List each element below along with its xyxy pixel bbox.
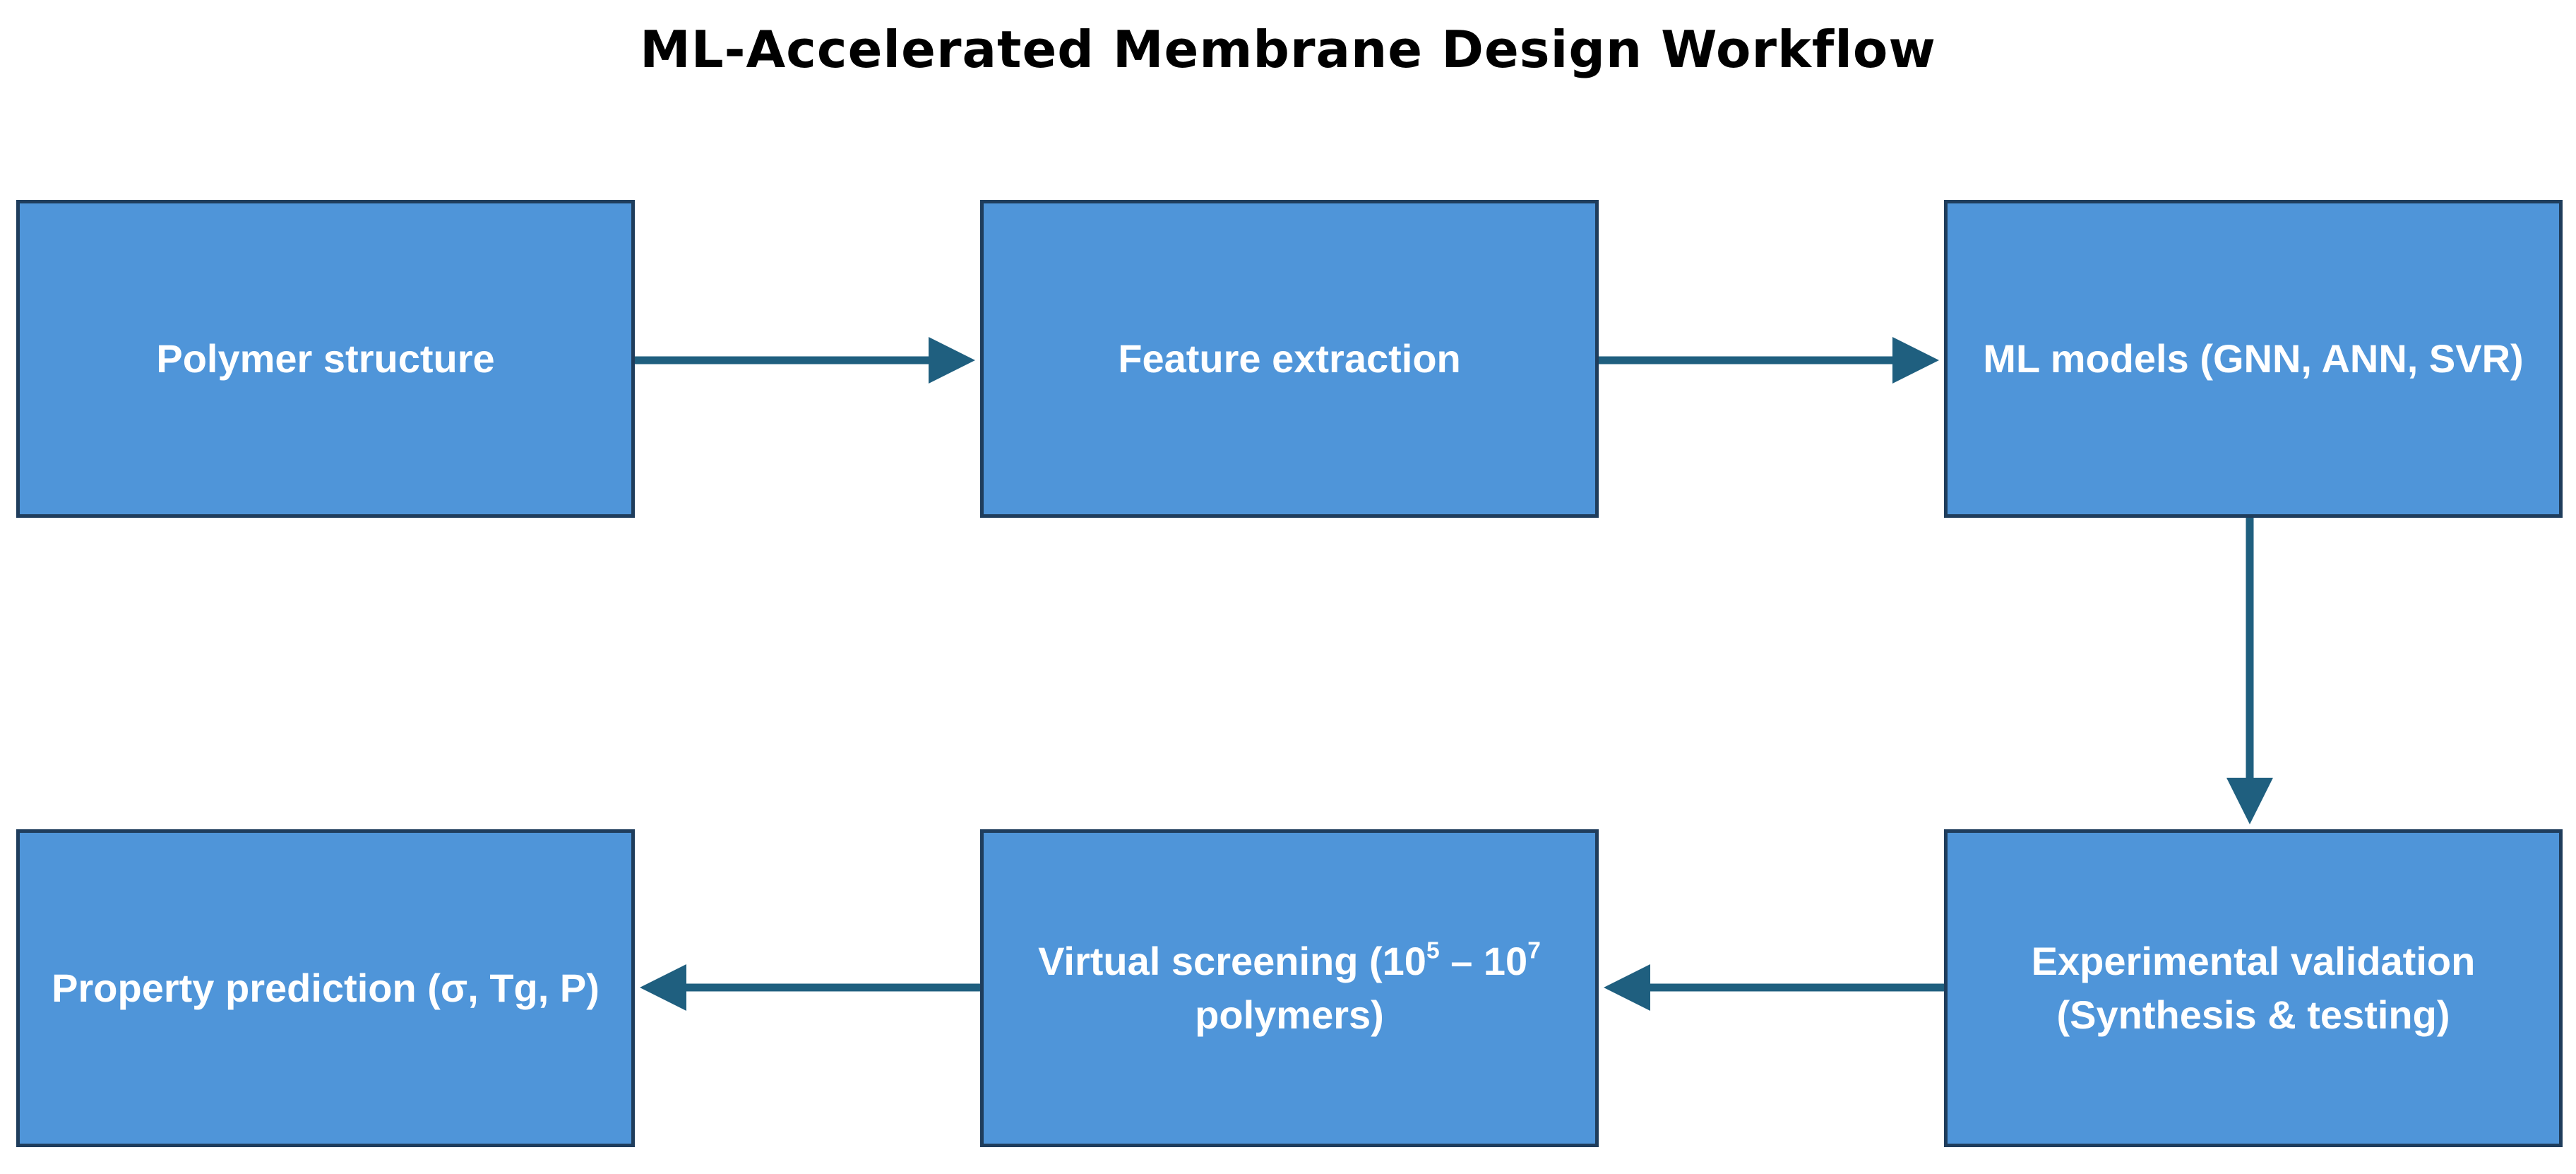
node-virtual-screening-line1: Virtual screening (105 – 107	[1038, 935, 1541, 988]
vs-exp2: 7	[1527, 937, 1541, 964]
node-virtual-screening-line2: polymers)	[1195, 992, 1384, 1037]
node-polymer-structure-label: Polymer structure	[156, 336, 495, 381]
vs-mid: – 10	[1439, 939, 1528, 984]
node-feature-extraction: Feature extraction	[980, 200, 1599, 518]
node-property-prediction: Property prediction (σ, Tg, P)	[16, 829, 635, 1147]
node-experimental-validation: Experimental validation (Synthesis & tes…	[1944, 829, 2563, 1147]
node-polymer-structure: Polymer structure	[16, 200, 635, 518]
diagram-title: ML-Accelerated Membrane Design Workflow	[640, 20, 1936, 79]
node-experimental-validation-line2: (Synthesis & testing)	[2056, 992, 2450, 1037]
node-ml-models-label: ML models (GNN, ANN, SVR)	[1983, 336, 2524, 381]
node-virtual-screening: Virtual screening (105 – 107 polymers)	[980, 829, 1599, 1147]
vs-prefix: Virtual screening (10	[1038, 939, 1426, 984]
node-property-prediction-label: Property prediction (σ, Tg, P)	[52, 966, 600, 1011]
node-experimental-validation-line1: Experimental validation	[2031, 939, 2476, 984]
node-feature-extraction-label: Feature extraction	[1118, 336, 1461, 381]
vs-exp1: 5	[1426, 937, 1440, 964]
node-ml-models: ML models (GNN, ANN, SVR)	[1944, 200, 2563, 518]
